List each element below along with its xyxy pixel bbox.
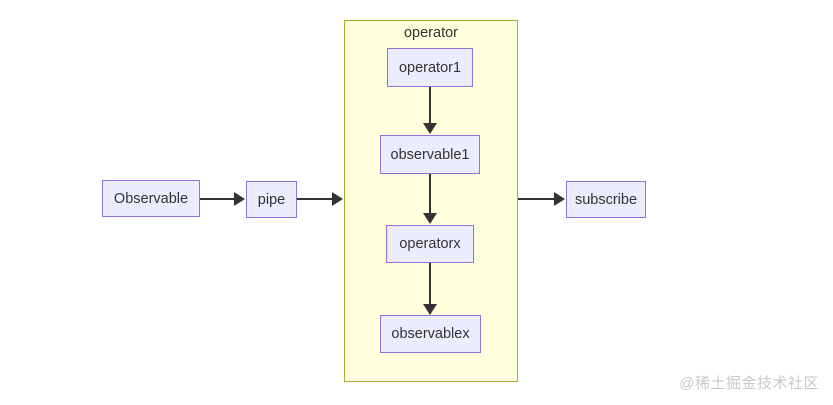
node-pipe[interactable]: pipe (246, 181, 297, 218)
node-observablex[interactable]: observablex (380, 315, 481, 353)
edge-observable1-to-operatorx (429, 174, 431, 214)
edge-operator-to-subscribe (518, 198, 555, 200)
edge-pipe-to-operator (297, 198, 333, 200)
edge-observable-to-pipe (200, 198, 235, 200)
node-observable1[interactable]: observable1 (380, 135, 480, 174)
arrow-head-icon (234, 192, 245, 206)
node-operatorx[interactable]: operatorx (386, 225, 474, 263)
arrow-head-icon (423, 123, 437, 134)
arrow-head-icon (332, 192, 343, 206)
arrow-head-icon (423, 304, 437, 315)
watermark: @稀土掘金技术社区 (679, 375, 819, 392)
node-subscribe[interactable]: subscribe (566, 181, 646, 218)
node-observable[interactable]: Observable (102, 180, 200, 217)
arrow-head-icon (423, 213, 437, 224)
edge-operator1-to-observable1 (429, 87, 431, 124)
edge-operatorx-to-observablex (429, 263, 431, 305)
subgraph-operator-label: operator (403, 25, 458, 41)
arrow-head-icon (554, 192, 565, 206)
node-operator1[interactable]: operator1 (387, 48, 473, 87)
